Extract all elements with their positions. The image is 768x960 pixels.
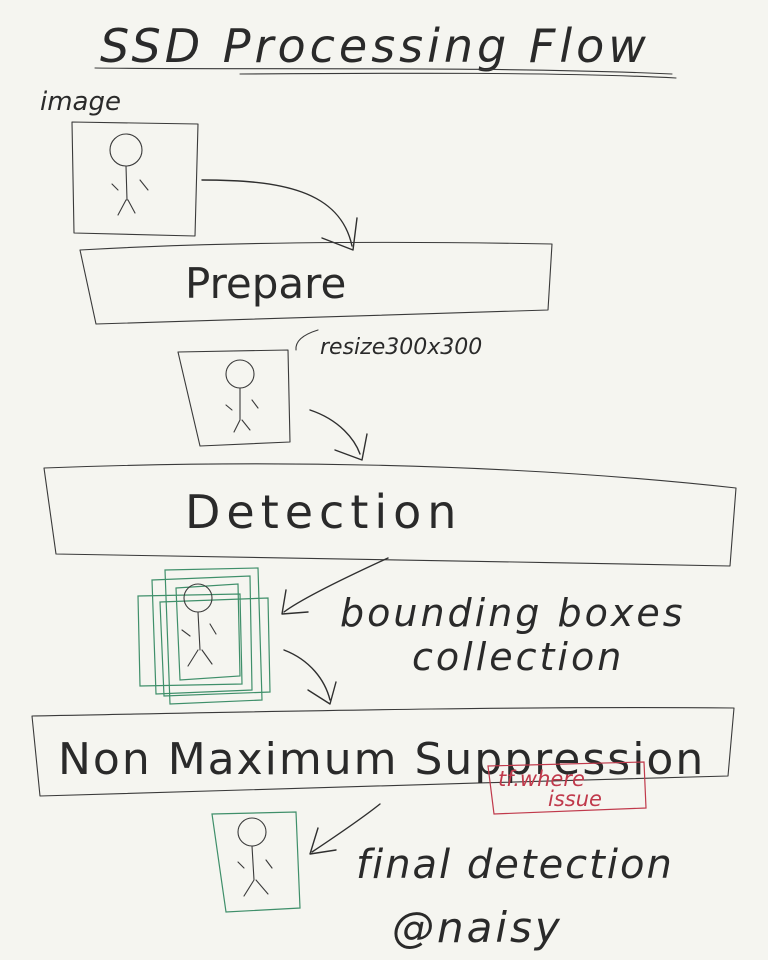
resize-label: resize300x300 (320, 335, 482, 360)
detection-label: Detection (185, 485, 462, 539)
diagram-title: SSD Processing Flow (100, 19, 650, 73)
image-label: image (40, 87, 121, 117)
prepare-box: Prepare (79, 241, 553, 325)
bbox-label-line1: bounding boxes (340, 591, 686, 635)
arrow-to-nms (283, 649, 337, 705)
issue-line1: tf.where (498, 767, 585, 791)
title-underline (94, 67, 673, 75)
nms-label: Non Maximum Suppression (58, 734, 705, 785)
arrow-image-to-prepare (201, 179, 358, 251)
arrow-nms-to-final (309, 803, 381, 855)
resized-image (177, 349, 291, 447)
final-label: final detection (356, 842, 674, 888)
resize-annotation: resize300x300 (295, 329, 482, 360)
title-underline-2 (239, 72, 677, 79)
final-image (211, 811, 301, 913)
input-image (71, 121, 199, 237)
arrow-to-detection (309, 409, 368, 461)
nms-box: Non Maximum Suppression (31, 707, 735, 797)
prepare-label: Prepare (185, 259, 346, 308)
issue-note: tf.where issue (487, 761, 647, 815)
author-signature: @naisy (392, 903, 563, 952)
issue-line2: issue (548, 787, 602, 811)
bbox-label-line2: collection (412, 635, 624, 679)
detection-box: Detection (43, 463, 737, 567)
arrow-detection-to-boxes (281, 557, 389, 615)
bounding-boxes-image (137, 567, 271, 705)
